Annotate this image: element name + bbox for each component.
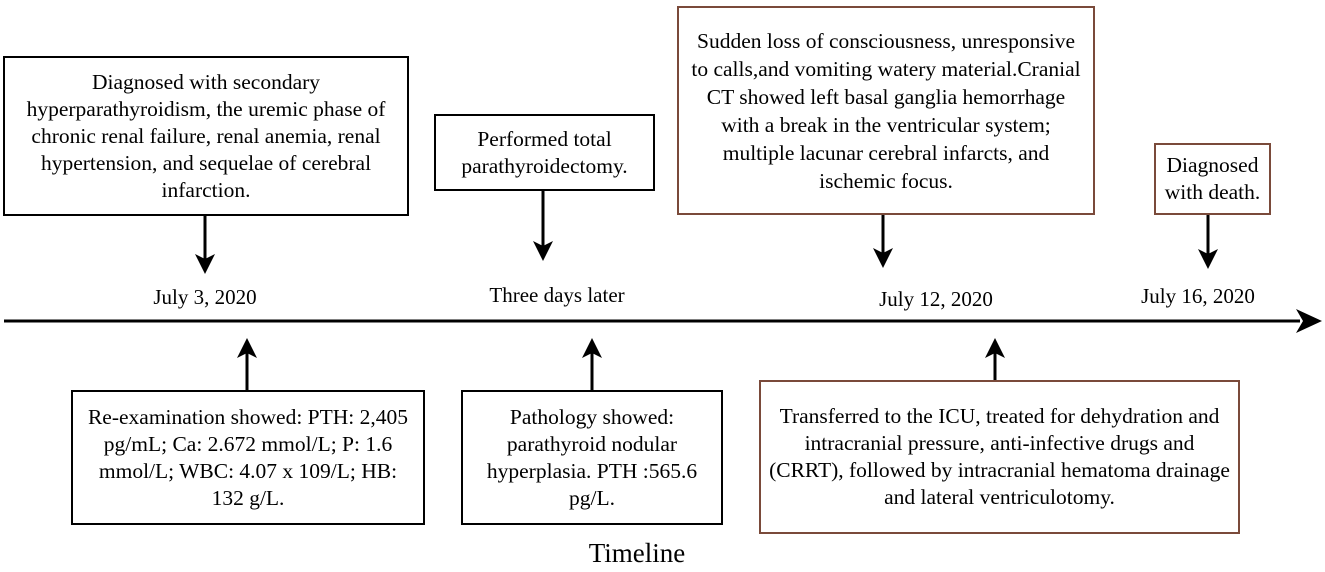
arrow-down-1 [195, 216, 215, 274]
arrow-up-3 [985, 338, 1005, 380]
arrow-up-2 [582, 338, 602, 390]
date-label-4: July 16, 2020 [1141, 284, 1255, 308]
date-label-1: July 3, 2020 [153, 285, 257, 309]
event-box-reexamination: Re-examination showed: PTH: 2,405 pg/mL;… [71, 390, 425, 525]
date-label-3: July 12, 2020 [879, 287, 993, 311]
event-box-icu-transfer: Transferred to the ICU, treated for dehy… [759, 380, 1240, 534]
timeline-axis-arrowhead [1296, 309, 1322, 333]
arrow-down-2 [533, 191, 553, 261]
arrow-up-1 [237, 338, 257, 390]
diagram-title: Timeline [588, 538, 686, 568]
arrow-down-3 [873, 215, 893, 268]
event-box-diagnosis: Diagnosed with secondary hyperparathyroi… [3, 56, 409, 216]
event-box-loss-of-consciousness: Sudden loss of consciousness, unresponsi… [677, 6, 1095, 215]
event-box-parathyroidectomy: Performed total parathyroidectomy. [434, 114, 655, 191]
event-box-pathology: Pathology showed: parathyroid nodular hy… [461, 390, 723, 525]
date-label-2: Three days later [489, 283, 625, 307]
arrow-down-4 [1198, 215, 1218, 269]
event-box-death: Diagnosed with death. [1154, 143, 1271, 215]
